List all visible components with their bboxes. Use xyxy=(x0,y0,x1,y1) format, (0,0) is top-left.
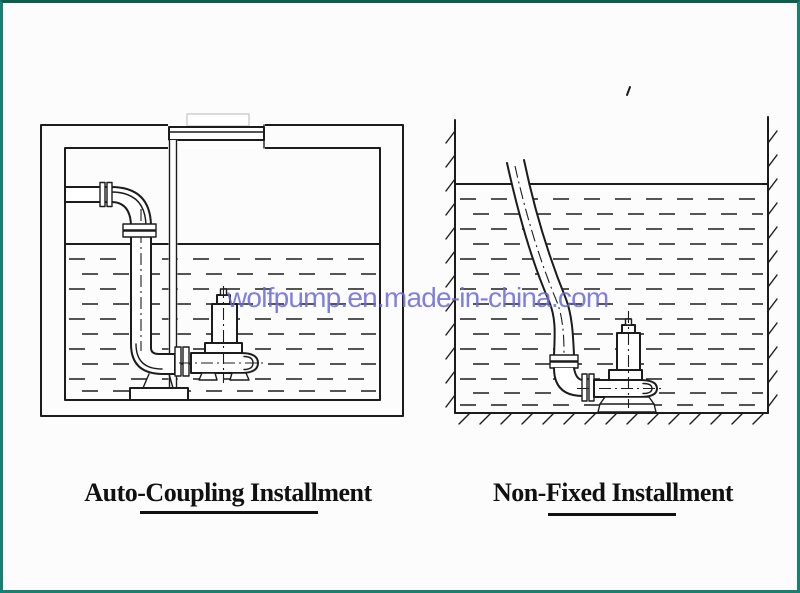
caption-underline-right xyxy=(548,513,676,516)
caption-underline-left xyxy=(140,511,318,514)
lower-elbow-inner-line xyxy=(135,343,163,370)
pump-strainer-feet xyxy=(198,372,250,381)
caption-non-fixed: Non-Fixed Installment xyxy=(492,478,734,507)
discharge-hose xyxy=(506,159,575,356)
coupling-base-plate xyxy=(129,387,189,401)
pipe-flange xyxy=(581,373,595,402)
watermark-text: wolfpump.en.made-in-china.com xyxy=(227,282,609,313)
left-bank-hatching xyxy=(445,130,456,408)
caption-auto-coupling: Auto-Coupling Installment xyxy=(84,478,372,507)
installation-diagram xyxy=(40,86,778,425)
hose-clamp xyxy=(549,354,579,369)
pump-motor-base xyxy=(608,369,643,381)
pump-motor-body xyxy=(211,303,238,344)
right-bank-hatching xyxy=(767,130,778,408)
access-cover-plate xyxy=(168,126,265,141)
auto-coupling-drawing xyxy=(40,113,404,417)
submersible-pump xyxy=(179,286,265,383)
elbow-inner-line xyxy=(110,191,147,228)
cover-handle-plate xyxy=(186,113,250,127)
water-dashes xyxy=(69,258,376,392)
floor-hatching xyxy=(458,413,764,425)
non-fixed-drawing xyxy=(445,86,778,425)
discharge-pipe xyxy=(64,186,176,375)
hose-elbow xyxy=(553,367,584,397)
pipe-flanges xyxy=(99,181,190,377)
stray-mark xyxy=(626,86,631,96)
elbow-support xyxy=(142,373,174,389)
submersible-pump xyxy=(577,311,665,413)
